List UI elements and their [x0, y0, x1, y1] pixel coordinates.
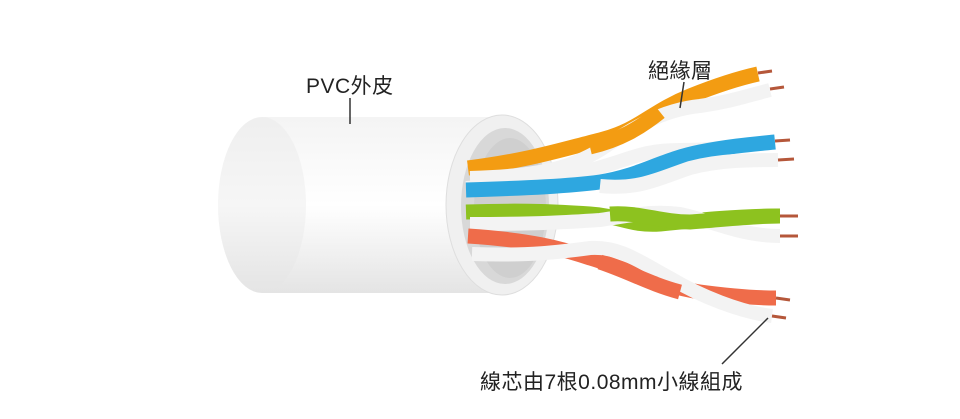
insulation-label: 絕緣層: [648, 60, 713, 83]
copper-core: [774, 138, 791, 143]
insulation-leader-line: [679, 81, 685, 109]
wire-pairs: [465, 66, 798, 323]
copper-core: [775, 296, 791, 302]
copper-core: [777, 157, 795, 162]
pair-blue: [465, 134, 795, 198]
copper-core: [771, 314, 787, 320]
pair-green: [465, 203, 798, 243]
core-leader-line: [721, 317, 769, 365]
core-label: 線芯由7根0.08mm小線組成: [480, 371, 744, 394]
pair-red: [467, 228, 791, 323]
pair-orange: [467, 66, 785, 185]
jacket-label: PVC外皮: [306, 75, 394, 98]
copper-core: [769, 85, 785, 91]
copper-core: [757, 69, 773, 75]
